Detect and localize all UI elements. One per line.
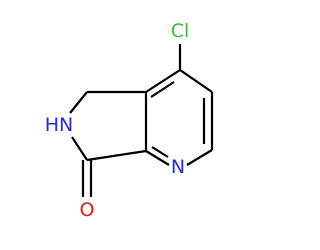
bond-c4-c3a — [145, 69, 181, 93]
bond-c4-c5 — [179, 69, 213, 93]
bond-layer — [69, 44, 214, 197]
bond-c1-c7a — [86, 149, 147, 162]
bond-c4-c3a-inner — [150, 81, 175, 98]
amide-nh-atom-label: HN — [45, 114, 74, 136]
bond-n1-c7a-inner — [151, 146, 169, 158]
bond-n1-c7a — [145, 150, 170, 166]
bond-n2-c1 — [71, 136, 88, 161]
structure-svg: Cl N HN O — [45, 20, 214, 221]
molecule-diagram: Cl N HN O — [44, 20, 214, 221]
carbonyl-oxygen-atom-label: O — [80, 199, 95, 221]
bond-c3-n2 — [69, 91, 88, 114]
bond-c6-n1 — [186, 149, 213, 166]
ring-nitrogen-atom-label: N — [171, 156, 185, 178]
chlorine-atom-label: Cl — [171, 20, 190, 42]
